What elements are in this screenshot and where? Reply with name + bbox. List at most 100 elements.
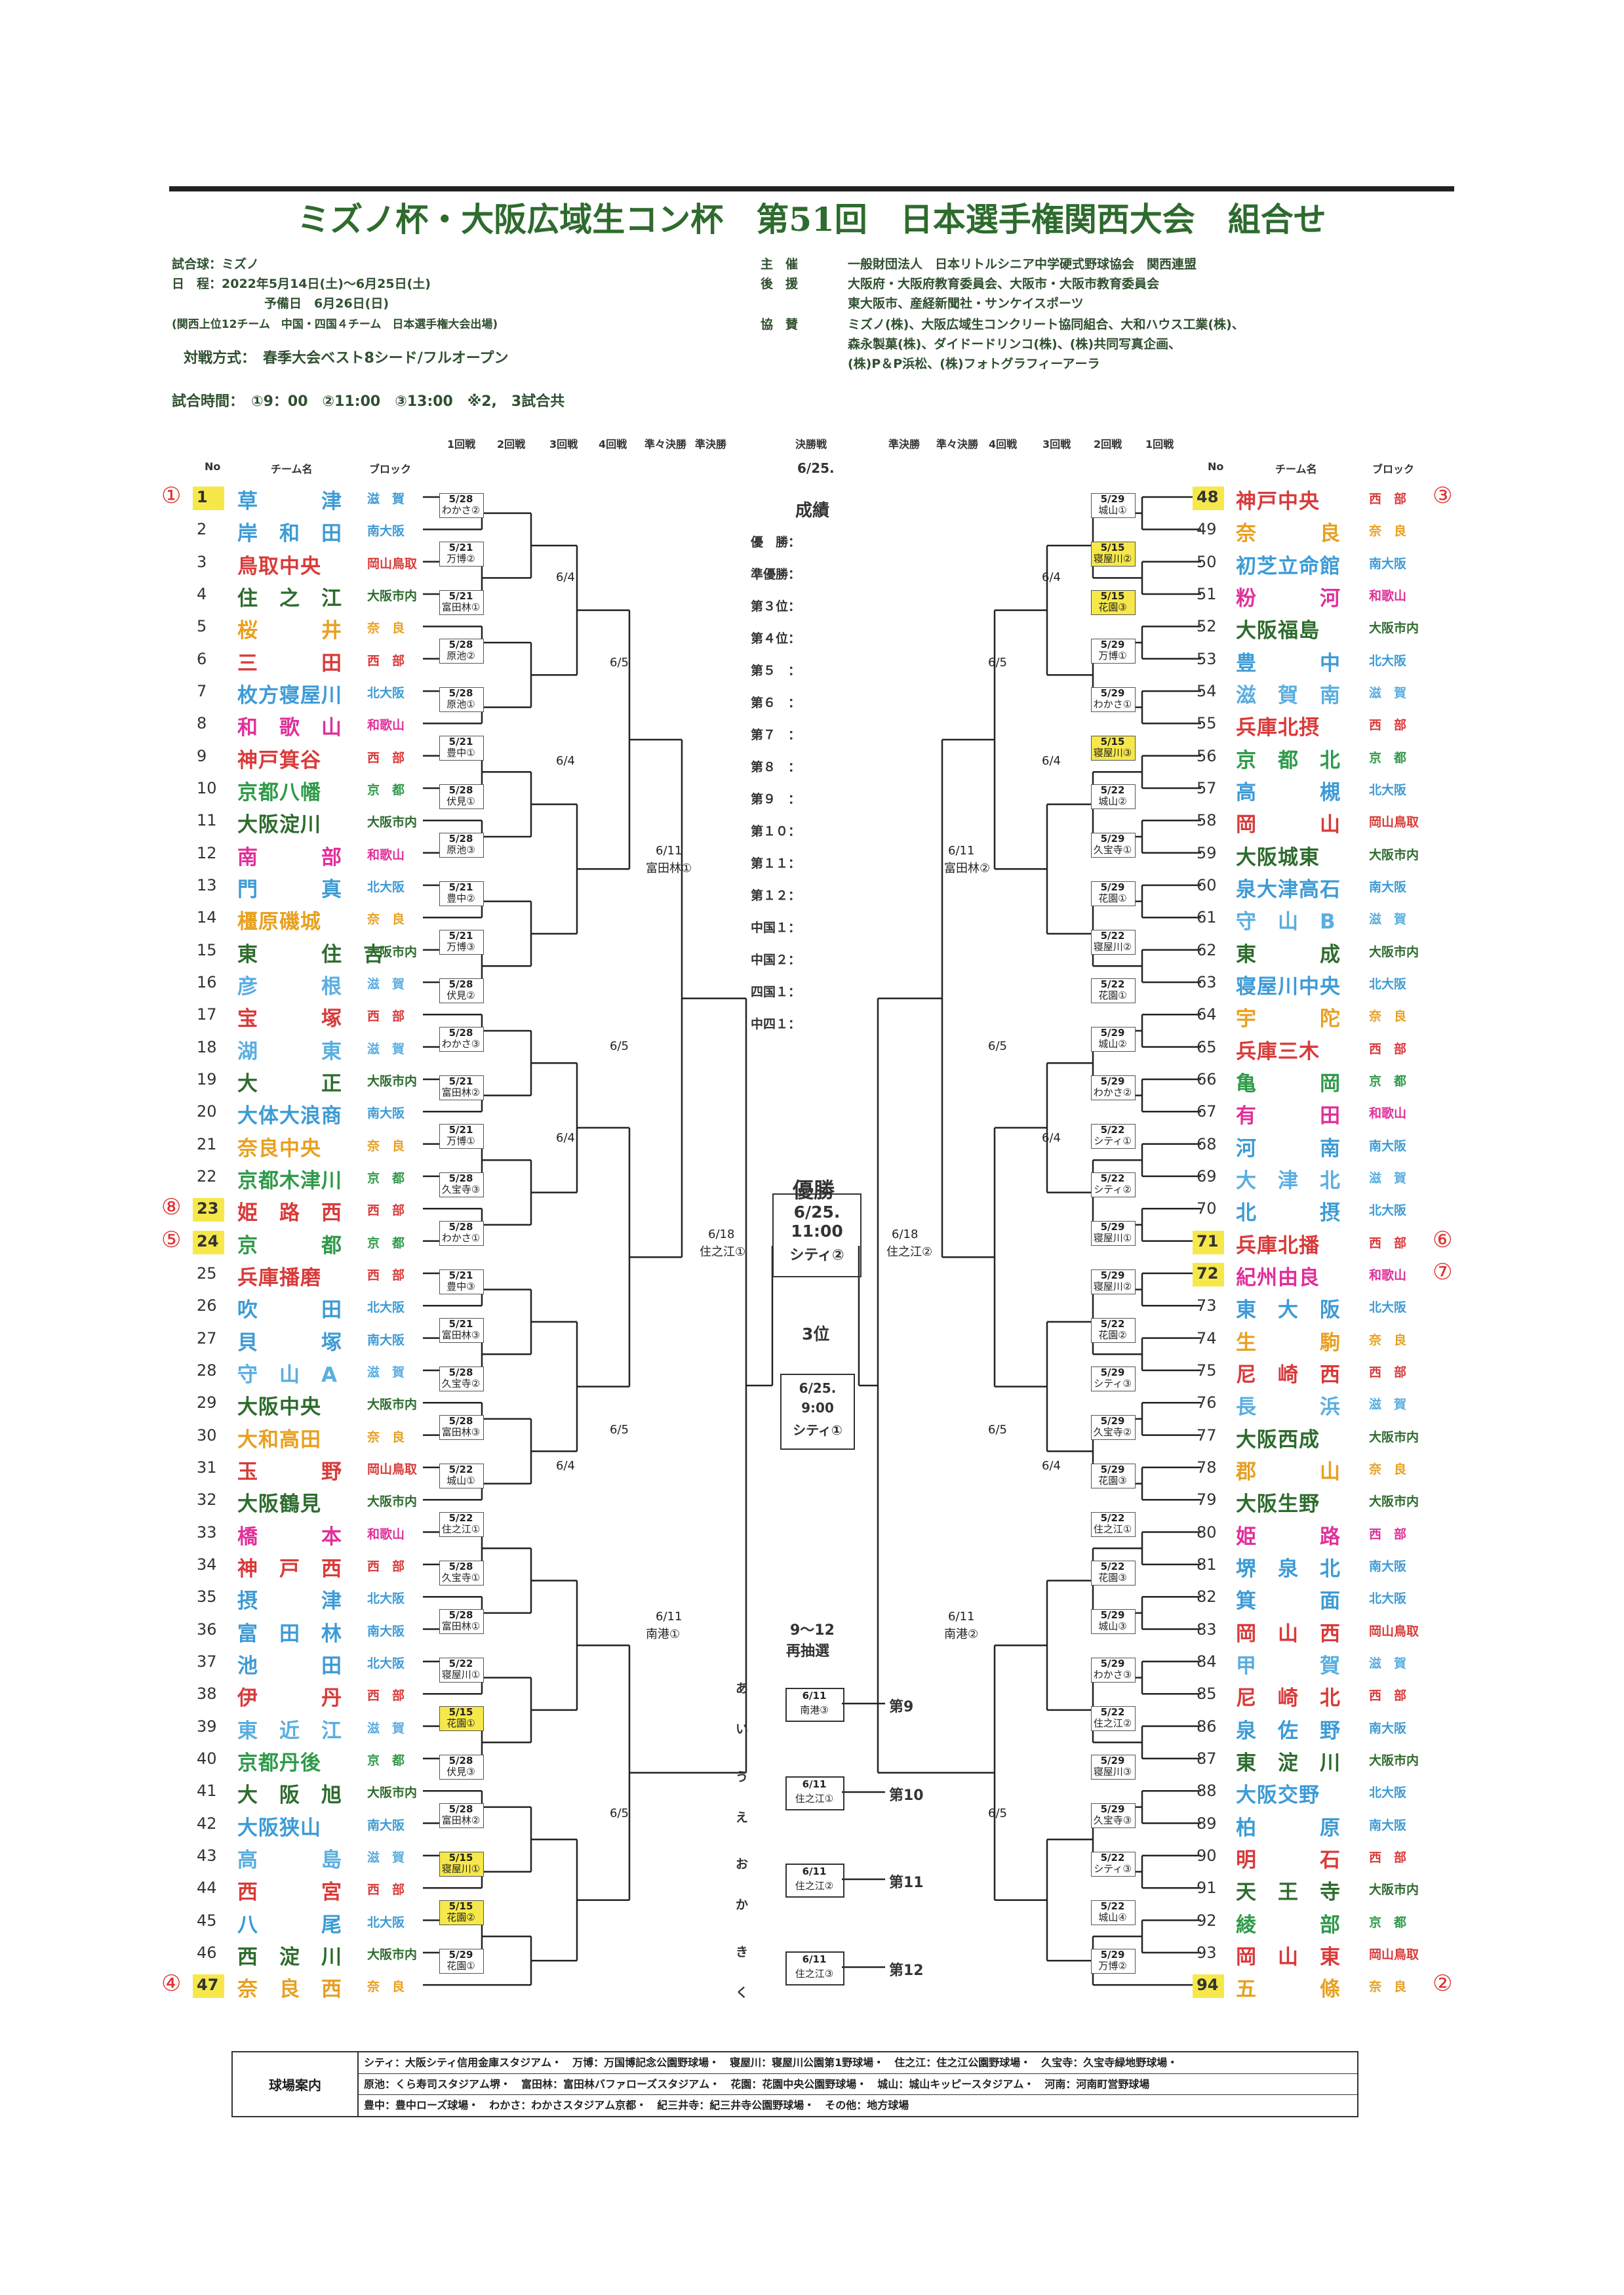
seed-mark: ② bbox=[1433, 1970, 1453, 1997]
team-block: 滋 賀 bbox=[1369, 1656, 1407, 1671]
round-date-right: 6/4 bbox=[1042, 754, 1061, 768]
venue-row: シティ：大阪シティ信用金庫スタジアム・ 万博：万国博記念公園野球場・ 寝屋川：寝… bbox=[364, 2056, 1178, 2069]
team-name: 神戸中央 bbox=[1236, 490, 1320, 513]
team-number: 84 bbox=[1197, 1652, 1217, 1671]
game-date: 5/15 bbox=[448, 1851, 473, 1864]
team-number: 81 bbox=[1197, 1555, 1217, 1574]
team-number: 68 bbox=[1197, 1134, 1217, 1153]
team-block: 岡山鳥取 bbox=[1369, 815, 1419, 830]
seed-mark: ⑧ bbox=[161, 1194, 182, 1221]
header-final-date: 6/25. bbox=[797, 460, 835, 476]
team-block: 滋 賀 bbox=[1369, 685, 1407, 700]
team-name: 生 駒 bbox=[1236, 1330, 1341, 1355]
redraw-box bbox=[785, 1776, 844, 1810]
redraw-subtitle: 再抽選 bbox=[786, 1643, 830, 1660]
game-box bbox=[439, 978, 484, 1003]
seed-mark: ④ bbox=[161, 1970, 182, 1997]
game-date: 5/28 bbox=[448, 1026, 473, 1039]
game-box bbox=[1091, 1026, 1136, 1052]
team-number: 47 bbox=[197, 1976, 219, 1995]
round-header-right: 3回戦 bbox=[1042, 438, 1071, 450]
team-block: 滋 賀 bbox=[367, 1041, 405, 1056]
team-block: 南大阪 bbox=[1369, 879, 1407, 894]
team-block: 西 部 bbox=[367, 1009, 405, 1024]
team-number: 6 bbox=[197, 649, 207, 668]
team-block: 大阪市内 bbox=[1369, 944, 1419, 959]
seed-mark: ① bbox=[161, 483, 182, 509]
game-date: 5/29 bbox=[448, 1948, 473, 1961]
team-block: 岡山鳥取 bbox=[367, 556, 418, 571]
team-number: 91 bbox=[1197, 1879, 1217, 1898]
result-row: 第４位： bbox=[751, 631, 801, 646]
game-date: 5/29 bbox=[1100, 687, 1125, 699]
team-number: 15 bbox=[197, 940, 217, 959]
team-number: 78 bbox=[1197, 1458, 1217, 1477]
result-row: 第１１： bbox=[751, 856, 801, 871]
game-box bbox=[439, 541, 484, 567]
team-number: 13 bbox=[197, 875, 217, 894]
game-venue: 原池② bbox=[446, 649, 475, 662]
redraw-date: 6/11 bbox=[802, 1866, 827, 1877]
game-date: 5/29 bbox=[1100, 1657, 1125, 1669]
game-venue: 城山③ bbox=[1098, 1620, 1127, 1632]
team-name: 柏 原 bbox=[1236, 1816, 1341, 1840]
team-name: 天 王 寺 bbox=[1236, 1881, 1341, 1905]
team-number: 16 bbox=[197, 972, 217, 991]
game-venue: 寝屋川② bbox=[1093, 940, 1132, 953]
game-box bbox=[1091, 1560, 1136, 1586]
team-block: 滋 賀 bbox=[367, 976, 405, 991]
round-header-right: 2回戦 bbox=[1094, 438, 1122, 450]
game-date: 5/29 bbox=[1100, 493, 1125, 505]
game-date: 5/21 bbox=[448, 1075, 473, 1087]
game-box bbox=[439, 1608, 484, 1634]
team-block: 南大阪 bbox=[1369, 1818, 1407, 1833]
team-number: 32 bbox=[197, 1490, 217, 1509]
info-schedule: 日 程：2022年5月14日(土)～6月25日(土) bbox=[172, 277, 431, 291]
game-box bbox=[439, 1463, 484, 1488]
team-number: 71 bbox=[1197, 1231, 1219, 1250]
result-row: 中国１： bbox=[751, 921, 801, 935]
game-venue: 久宝寺① bbox=[441, 1571, 481, 1584]
team-block: 大阪市内 bbox=[1369, 1753, 1419, 1768]
venue-row: 豊中：豊中ローズ球場・ わかさ：わかさスタジアム京都・ 紀三井寺：紀三井寺公園野… bbox=[359, 2094, 1357, 2115]
team-name: 大阪狭山 bbox=[237, 1816, 321, 1840]
game-venue: 住之江① bbox=[441, 1523, 481, 1535]
third-venue: シティ① bbox=[793, 1422, 842, 1438]
team-number: 76 bbox=[1197, 1393, 1217, 1412]
team-block: 西 部 bbox=[1369, 1235, 1407, 1250]
info-reserve: 予備日 6月26日(日) bbox=[264, 296, 389, 311]
game-date: 5/29 bbox=[1100, 1754, 1125, 1766]
venue-table-head: 球場案内 bbox=[233, 2052, 359, 2116]
team-name: 初芝立命館 bbox=[1236, 554, 1341, 578]
team-name: 八 尾 bbox=[237, 1913, 342, 1937]
game-date: 5/28 bbox=[448, 493, 473, 505]
team-number: 30 bbox=[197, 1426, 217, 1445]
team-number: 35 bbox=[197, 1587, 217, 1606]
team-number: 23 bbox=[197, 1199, 219, 1218]
redraw-kana: い bbox=[736, 1722, 749, 1736]
round-header-right: 1回戦 bbox=[1145, 438, 1174, 450]
game-venue: 豊中① bbox=[446, 746, 475, 759]
team-name: 東 近 江 bbox=[237, 1719, 342, 1743]
team-name: 姫 路 西 bbox=[237, 1201, 342, 1226]
team-block: 和歌山 bbox=[367, 847, 405, 862]
team-number: 27 bbox=[197, 1328, 217, 1347]
game-date: 5/29 bbox=[1100, 638, 1125, 650]
game-box bbox=[1091, 1657, 1136, 1683]
game-date: 5/28 bbox=[448, 1754, 473, 1766]
redraw-kana: う bbox=[736, 1770, 749, 1784]
redraw-box bbox=[785, 1951, 844, 1986]
final-date: 6/25. bbox=[793, 1203, 841, 1222]
team-block: 西 部 bbox=[367, 1883, 405, 1898]
round-header-left: 3回戦 bbox=[549, 438, 578, 450]
redraw-date: 6/11 bbox=[802, 1690, 827, 1702]
game-venue: 久宝寺② bbox=[441, 1377, 481, 1389]
team-name: 北 摂 bbox=[1236, 1201, 1341, 1226]
team-name: 岸 和 田 bbox=[237, 522, 342, 546]
team-name: 東 大 阪 bbox=[1236, 1298, 1341, 1323]
game-box bbox=[439, 1803, 484, 1828]
left-semi-date: 6/18 bbox=[708, 1227, 735, 1241]
team-name: 草 津 bbox=[237, 490, 342, 513]
result-row: 中国２： bbox=[751, 953, 801, 967]
third-box: 6/25. 9:00 シティ① bbox=[780, 1374, 855, 1450]
